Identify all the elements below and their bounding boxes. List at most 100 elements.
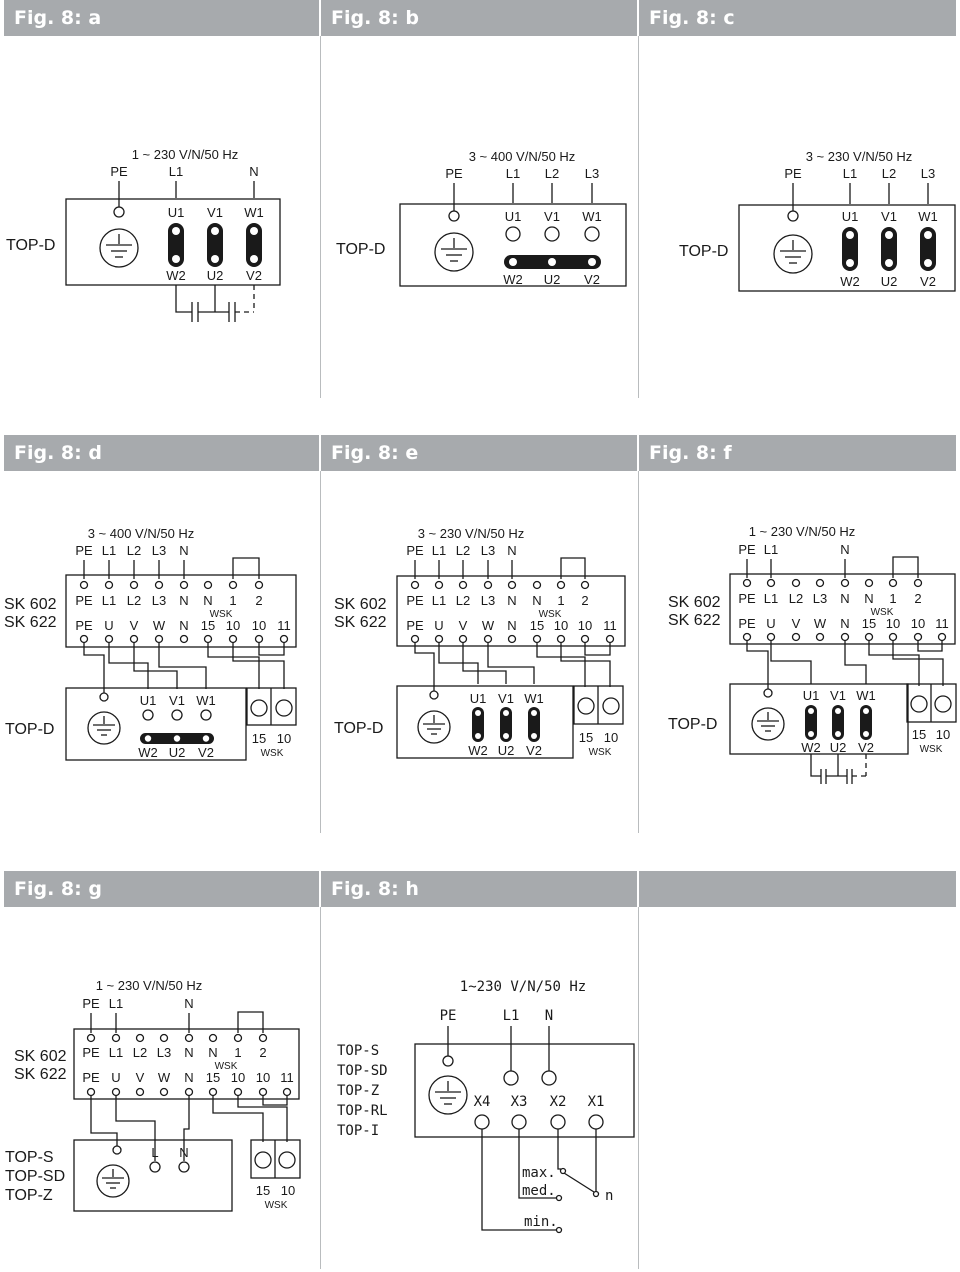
- u2-label: U2: [169, 745, 186, 760]
- box-bottom-label: V: [792, 616, 801, 631]
- divider: [320, 471, 321, 833]
- box-bottom-label: V: [459, 618, 468, 633]
- supply-label: 3 ~ 230 V/N/50 Hz: [806, 149, 913, 164]
- box-bottom-label: 15: [530, 618, 544, 633]
- terminal-l2-label: L2: [127, 543, 141, 558]
- terminal-pe-label: PE: [406, 543, 424, 558]
- fig-c-diagram: 3 ~ 230 V/N/50 Hz PE L1 L2 L3 TOP-D U1 V…: [679, 149, 956, 292]
- box-bottom-label: 10: [231, 1070, 245, 1085]
- terminal-l2-label: L2: [545, 166, 559, 181]
- box-bottom-label: W: [153, 618, 166, 633]
- top-terminals: [410, 580, 590, 590]
- w1-label: W1: [582, 209, 602, 224]
- terminal-l3-label: L3: [585, 166, 599, 181]
- x1-label: X1: [588, 1094, 605, 1110]
- wsk-15-label: 15: [579, 730, 593, 745]
- pe-terminal: [442, 1055, 454, 1067]
- box-top-label: 1: [229, 593, 236, 608]
- control-box: [396, 575, 626, 647]
- bridge-wire: [892, 556, 919, 578]
- fig-a-diagram: 1 ~ 230 V/N/50 Hz PE L1 N TOP-D U1 V1 W1…: [6, 147, 281, 322]
- terminal-l1-label: L1: [102, 543, 116, 558]
- terminal-l1-label: L1: [503, 1008, 520, 1024]
- fig-e-title: Fig. 8: e: [321, 435, 637, 471]
- terminal-l1-label: L1: [432, 543, 446, 558]
- supply-label: 1 ~ 230 V/N/50 Hz: [132, 147, 239, 162]
- w2-label: W2: [801, 740, 821, 755]
- box-top-label: N: [208, 1045, 217, 1060]
- motor-label-5: TOP-I: [337, 1123, 379, 1139]
- supply-label: 1 ~ 230 V/N/50 Hz: [96, 978, 203, 993]
- x1-terminal: [588, 1114, 604, 1130]
- wsk-label: WSK: [261, 748, 284, 759]
- terminal-pe-label: PE: [110, 164, 128, 179]
- terminal-n-label: N: [545, 1008, 553, 1024]
- ground-icon: [751, 707, 785, 741]
- wsk-15-label: 15: [912, 727, 926, 742]
- box-top-label: N: [840, 591, 849, 606]
- box-bottom-label: W: [814, 616, 827, 631]
- fig-f-diagram: 1 ~ 230 V/N/50 Hz PE L1 N SK 602 SK 622 …: [668, 524, 957, 784]
- bottom-terminals: [86, 1087, 292, 1097]
- box-bottom-label: PE: [406, 618, 424, 633]
- motor-box: [414, 1043, 635, 1138]
- connection-wires: [746, 641, 944, 689]
- w2-label: W2: [138, 745, 158, 760]
- fig-a-title: Fig. 8: a: [4, 0, 319, 36]
- capacitor-circuit: [175, 285, 255, 322]
- terminal-l3-label: L3: [152, 543, 166, 558]
- box-bottom-label: PE: [738, 616, 756, 631]
- wsk-label: WSK: [589, 747, 612, 758]
- terminal-l1-label: L1: [764, 542, 778, 557]
- bridge-wire: [237, 1011, 264, 1033]
- top-terminals: [79, 580, 264, 590]
- u1-label: U1: [140, 693, 157, 708]
- l-label: L: [151, 1145, 158, 1160]
- ground-icon: [773, 234, 813, 274]
- connection-wires: [90, 1096, 288, 1161]
- wsk-15-label: 15: [256, 1183, 270, 1198]
- motor-label-1: TOP-S: [337, 1043, 379, 1059]
- motor-label-2: TOP-SD: [337, 1063, 388, 1079]
- u2-label: U2: [207, 268, 224, 283]
- supply-label: 1~230 V/N/50 Hz: [460, 979, 586, 995]
- bottom-terminals: [410, 634, 615, 644]
- motor-label-4: TOP-RL: [337, 1103, 388, 1119]
- v1-label: V1: [498, 691, 514, 706]
- supply-label: 3 ~ 400 V/N/50 Hz: [469, 149, 576, 164]
- motor-box: [65, 687, 247, 761]
- w2-label: W2: [468, 743, 488, 758]
- wsk-terminal-10: [275, 699, 293, 717]
- box-bottom-label: U: [104, 618, 113, 633]
- box-bottom-label: PE: [75, 618, 93, 633]
- speed-switch: [481, 1129, 600, 1234]
- v2-label: V2: [858, 740, 874, 755]
- bridge-icon: [207, 223, 223, 267]
- box-top-label: L2: [456, 593, 470, 608]
- motor-label: TOP-D: [6, 237, 55, 254]
- pe-terminal: [113, 206, 125, 218]
- control-box: [73, 1028, 300, 1100]
- capacitor-circuit: [810, 754, 867, 784]
- fig-g-diagram: 1 ~ 230 V/N/50 Hz PE L1 N SK 602 SK 622 …: [5, 978, 301, 1212]
- box-bottom-label: 10: [911, 616, 925, 631]
- fig-b-title: Fig. 8: b: [321, 0, 637, 36]
- box-bottom-label: N: [840, 616, 849, 631]
- v1-label: V1: [169, 693, 185, 708]
- box-top-label: L3: [157, 1045, 171, 1060]
- terminal-pe-label: PE: [738, 542, 756, 557]
- ground-icon: [417, 710, 451, 744]
- fig-d-diagram: 3 ~ 400 V/N/50 Hz PE L1 L2 L3 N SK 602 S…: [4, 526, 297, 761]
- box-bottom-label: 11: [935, 616, 949, 631]
- wsk-label: WSK: [871, 607, 894, 618]
- u1-label: U1: [842, 209, 859, 224]
- wsk-15-label: 15: [252, 731, 266, 746]
- x3-terminal: [511, 1114, 527, 1130]
- connection-wires: [83, 643, 285, 693]
- n-terminal: [178, 1161, 190, 1173]
- box-top-label: L1: [102, 593, 116, 608]
- bridge-icon: [920, 227, 936, 271]
- bridge-icon: [528, 707, 540, 742]
- ground-icon: [434, 232, 474, 272]
- box-top-label: 1: [557, 593, 564, 608]
